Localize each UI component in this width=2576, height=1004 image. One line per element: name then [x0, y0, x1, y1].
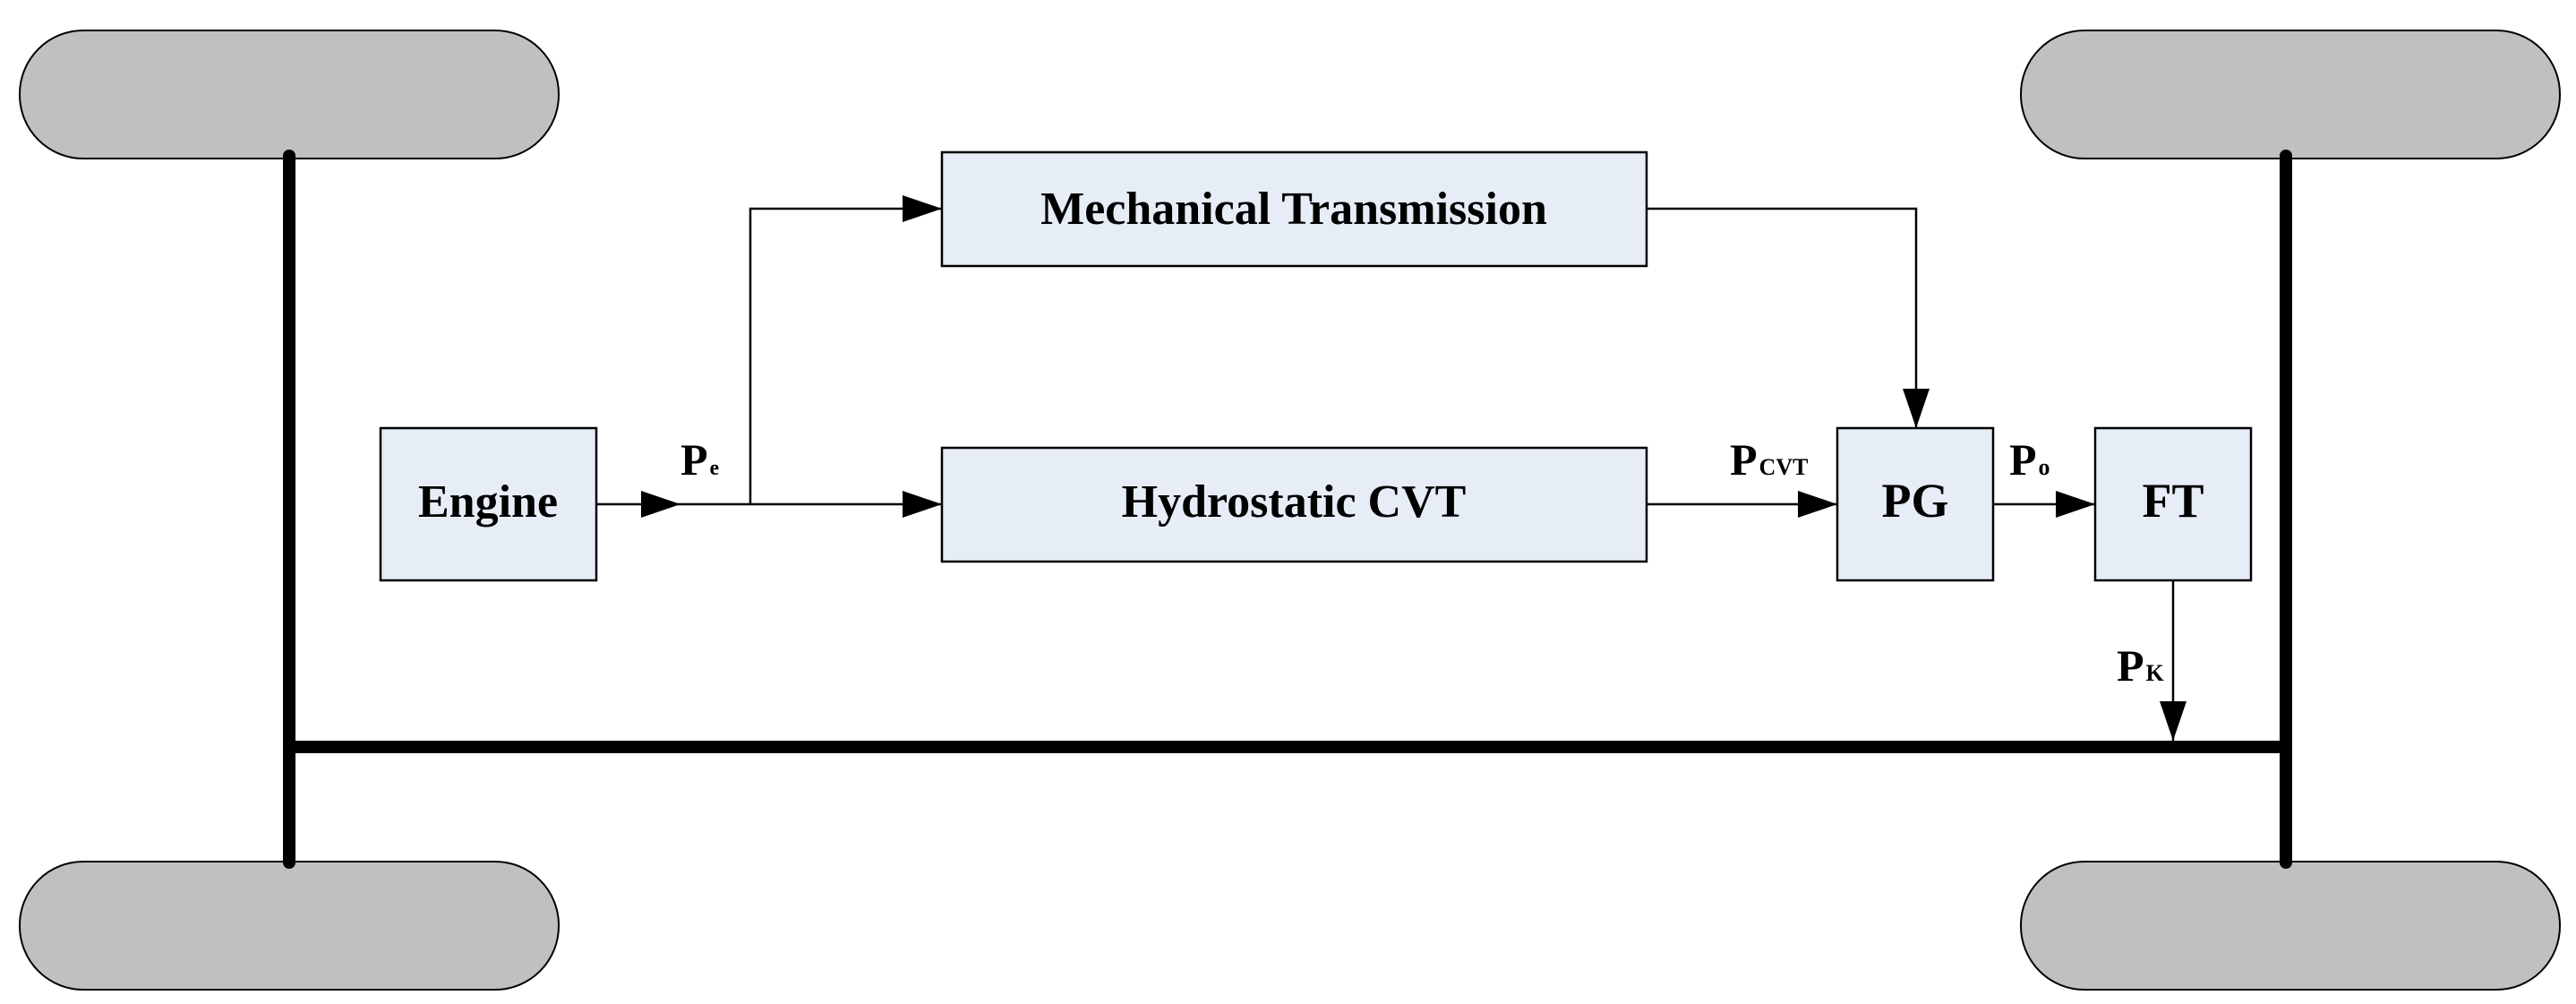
signal-pe: Pe	[680, 434, 720, 485]
pg-label: PG	[1882, 474, 1949, 528]
signal-pk: PK	[2117, 640, 2165, 691]
ft-block: FT	[2093, 426, 2253, 582]
wheel-rear-left	[19, 861, 560, 991]
hydrostatic-cvt-block: Hydrostatic CVT	[940, 446, 1648, 563]
mechanical-transmission-label: Mechanical Transmission	[1040, 184, 1547, 235]
engine-block: Engine	[379, 426, 598, 582]
signal-pcvt: PCVT	[1730, 434, 1808, 485]
wheel-front-right	[2020, 30, 2561, 159]
pg-block: PG	[1836, 426, 1995, 582]
to-mechanical-line	[749, 195, 942, 504]
ft-label: FT	[2142, 474, 2204, 528]
signal-po: Po	[2009, 434, 2050, 485]
mechanical-transmission-block: Mechanical Transmission	[940, 150, 1648, 268]
hydrostatic-cvt-label: Hydrostatic CVT	[1122, 476, 1467, 528]
wheel-front-left	[19, 30, 560, 159]
wheel-rear-right	[2020, 861, 2561, 991]
engine-label: Engine	[418, 476, 558, 528]
mechanical-to-pg-line	[1647, 207, 1930, 428]
